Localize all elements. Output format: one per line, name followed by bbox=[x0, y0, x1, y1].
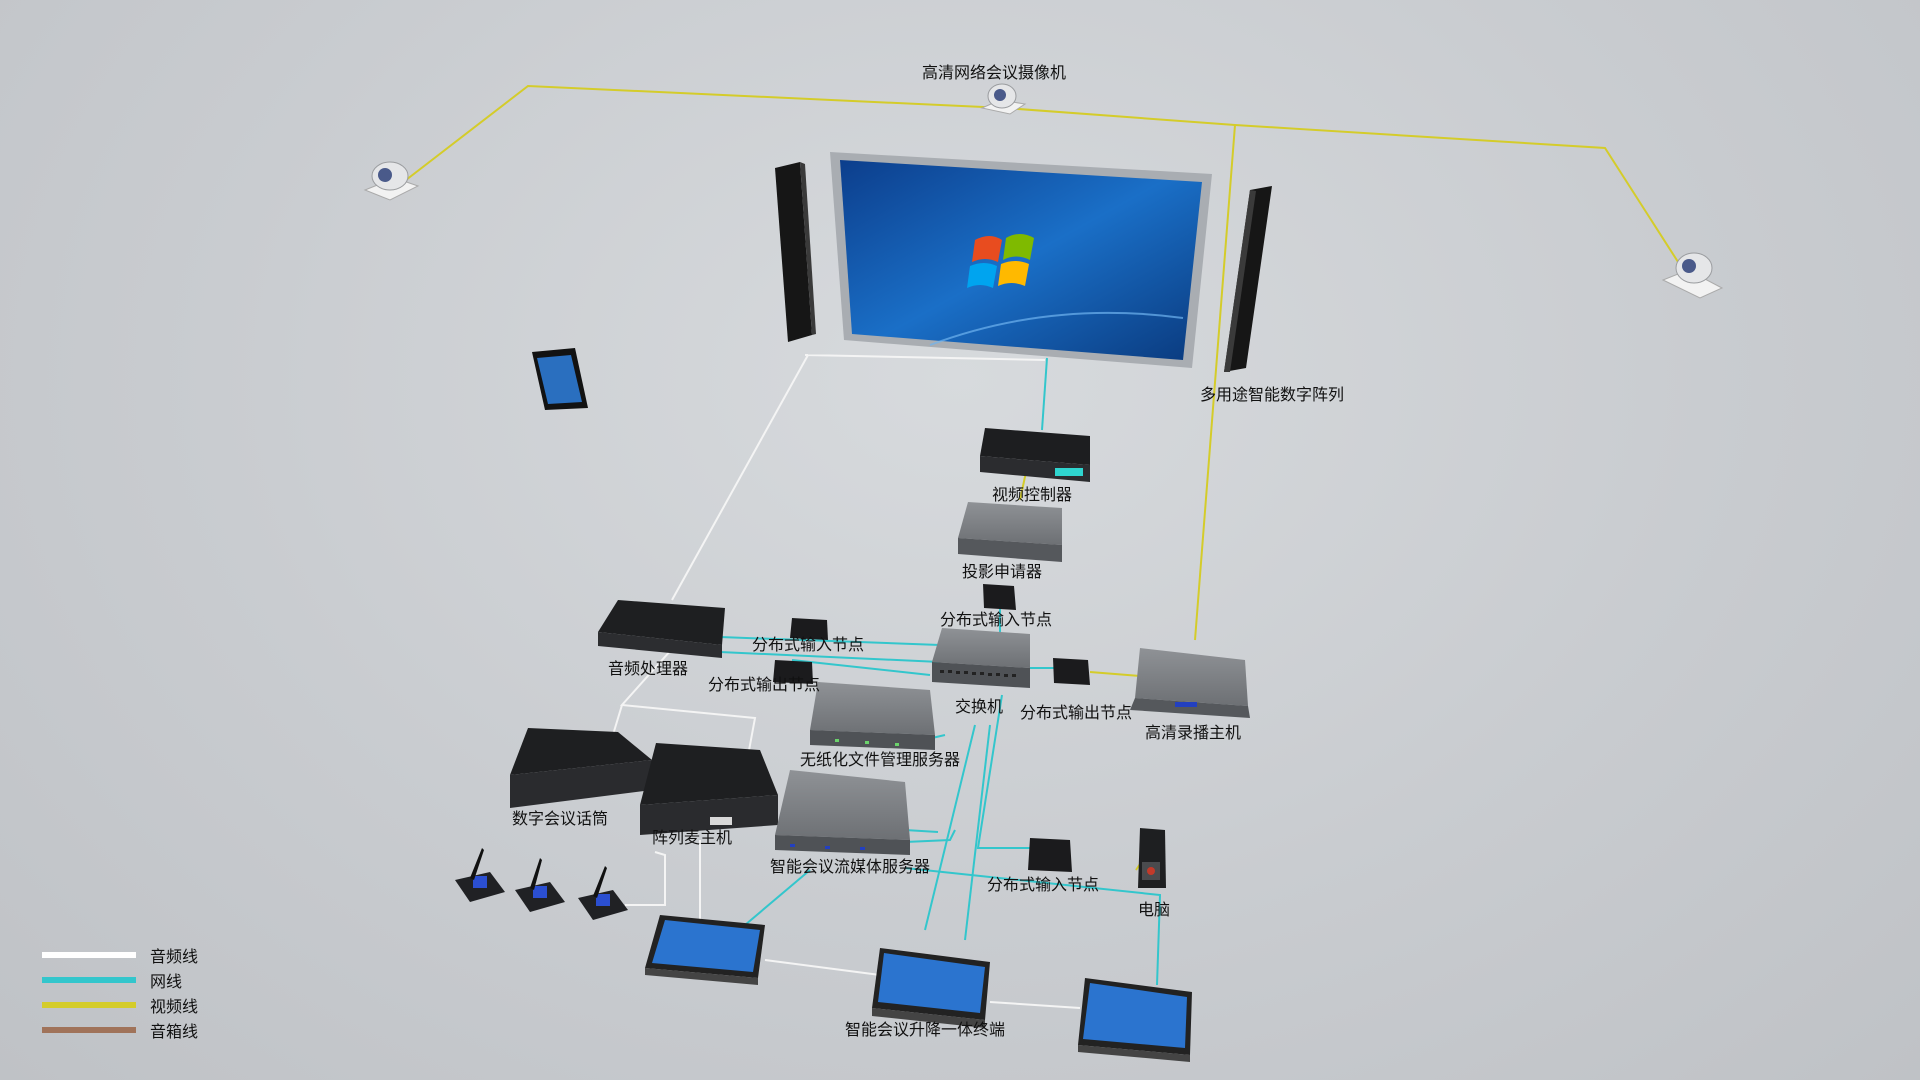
tablet bbox=[532, 348, 588, 410]
label-terminal: 智能会议升降一体终端 bbox=[845, 1020, 1005, 1039]
legend-item-video: 视频线 bbox=[42, 992, 302, 1017]
video-cables bbox=[405, 84, 1681, 871]
streaming-server-device bbox=[775, 770, 910, 855]
input-node-top-device bbox=[983, 584, 1016, 610]
label-speaker-array: 多用途智能数字阵列 bbox=[1200, 385, 1344, 404]
projection-device bbox=[958, 502, 1062, 562]
audio-processor-device bbox=[598, 600, 725, 658]
output-node-right-device bbox=[1053, 658, 1090, 685]
label-output-node-right: 分布式输出节点 bbox=[1020, 703, 1132, 722]
label-input-node-top: 分布式输入节点 bbox=[940, 610, 1052, 629]
output-node-left-device bbox=[773, 660, 813, 684]
legend: 音频线 网线 视频线 音箱线 bbox=[42, 942, 302, 1042]
legend-item-audio: 音频线 bbox=[42, 942, 302, 967]
legend-swatch-speaker bbox=[42, 1026, 136, 1033]
label-switch: 交换机 bbox=[955, 697, 1003, 716]
labels: 高清网络会议摄像机 多用途智能数字阵列 视频控制器 投影申请器 分布式输入节点 … bbox=[512, 63, 1344, 1039]
switch-device bbox=[932, 628, 1030, 688]
speaker-left bbox=[775, 162, 816, 342]
input-node-left-device bbox=[790, 618, 828, 640]
label-digital-mic: 数字会议话筒 bbox=[512, 809, 608, 828]
label-projection: 投影申请器 bbox=[962, 562, 1042, 581]
legend-label: 音箱线 bbox=[150, 1021, 199, 1041]
legend-label: 视频线 bbox=[150, 996, 199, 1016]
input-node-bottom-device bbox=[1028, 838, 1072, 872]
array-mic-host-device bbox=[640, 743, 778, 835]
legend-item-speaker: 音箱线 bbox=[42, 1017, 302, 1042]
label-streaming-server: 智能会议流媒体服务器 bbox=[770, 857, 930, 876]
camera-right bbox=[1661, 252, 1724, 299]
label-computer: 电脑 bbox=[1138, 900, 1170, 919]
microphone-2 bbox=[515, 858, 565, 912]
speaker-right bbox=[1224, 186, 1272, 372]
label-input-node-left: 分布式输入节点 bbox=[752, 635, 864, 654]
label-recorder: 高清录播主机 bbox=[1145, 723, 1241, 742]
audio-cables bbox=[611, 354, 1081, 1009]
main-display bbox=[830, 152, 1212, 368]
recorder-device bbox=[1130, 648, 1250, 718]
label-output-node-left: 分布式输出节点 bbox=[708, 675, 820, 694]
legend-swatch-video bbox=[42, 1001, 136, 1008]
computer-device bbox=[1138, 828, 1166, 888]
terminal-2 bbox=[872, 948, 990, 1028]
label-input-node-bottom: 分布式输入节点 bbox=[987, 875, 1099, 894]
digital-mic-host-device bbox=[510, 728, 652, 808]
label-camera: 高清网络会议摄像机 bbox=[922, 63, 1066, 82]
label-paperless-server: 无纸化文件管理服务器 bbox=[800, 750, 960, 769]
label-video-controller: 视频控制器 bbox=[992, 485, 1072, 504]
windows-logo-icon bbox=[967, 234, 1034, 288]
legend-item-network: 网线 bbox=[42, 967, 302, 992]
camera-center bbox=[980, 83, 1027, 115]
legend-label: 网线 bbox=[150, 971, 183, 991]
legend-swatch-audio bbox=[42, 951, 136, 958]
label-array-mic-host: 阵列麦主机 bbox=[652, 828, 732, 847]
terminal-3 bbox=[1078, 978, 1192, 1062]
microphone-1 bbox=[455, 848, 505, 902]
paperless-server-device bbox=[810, 682, 935, 750]
legend-swatch-network bbox=[42, 976, 136, 983]
network-cables bbox=[719, 357, 1162, 986]
label-audio-processor: 音频处理器 bbox=[608, 659, 688, 678]
video-controller-device bbox=[980, 428, 1090, 482]
legend-label: 音频线 bbox=[150, 946, 199, 966]
terminal-1 bbox=[645, 915, 765, 985]
camera-left bbox=[363, 161, 420, 201]
microphone-3 bbox=[578, 866, 628, 920]
